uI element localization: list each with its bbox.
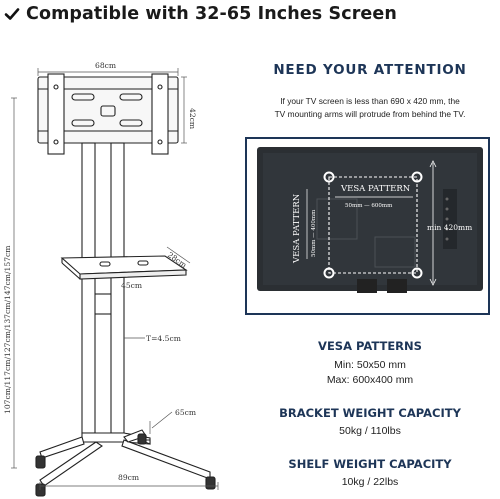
check-icon [4,8,20,20]
dim-shelf-width: 45cm [121,281,142,290]
dim-pole-thickness: T=4.5cm [146,334,181,343]
vesa-horizontal-range: 50mm — 600mm [345,203,393,209]
header: Compatible with 32-65 Inches Screen [4,4,397,24]
tv-stand-diagram: 68cm 42cm 28cm 45cm T=4.5cm 107cm/117cm/… [3,61,219,497]
bracket-capacity-title: BRACKET WEIGHT CAPACITY [279,406,461,420]
attention-note: If your TV screen is less than 690 x 420… [240,95,500,121]
vesa-horizontal-label: VESA PATTERN [340,184,411,194]
shelf-capacity-value: 10kg / 22lbs [341,476,399,488]
vesa-vertical-range: 50mm — 400mm [311,209,317,257]
vesa-max: Max: 600x400 mm [326,374,414,386]
vesa-min: Min: 50x50 mm [334,359,406,371]
vesa-title: VESA PATTERNS [318,339,422,353]
attention-title: NEED YOUR ATTENTION [273,62,467,78]
min-height-label: min 420mm [427,223,472,232]
dim-base-depth: 65cm [175,408,196,417]
dim-width-top: 68cm [95,61,116,70]
vesa-vertical-label: VESA PATTERN [292,193,302,264]
tv-back-diagram: VESA PATTERN 50mm — 600mm VESA PATTERN 5… [245,137,490,315]
shelf-capacity-title: SHELF WEIGHT CAPACITY [288,457,452,471]
attention-note-line2: TV mounting arms will protrude from behi… [274,109,466,119]
tv-back-illustration: VESA PATTERN 50mm — 600mm VESA PATTERN 5… [257,147,483,293]
attention-note-line1: If your TV screen is less than 690 x 420… [280,96,460,106]
attention-panel: NEED YOUR ATTENTION If your TV screen is… [240,32,500,499]
dim-height-bracket: 42cm [188,108,197,129]
bracket-capacity-value: 50kg / 110lbs [339,425,401,437]
page-title: Compatible with 32-65 Inches Screen [26,4,397,24]
dim-base-width: 89cm [118,473,139,482]
dim-height-range: 107cm/117cm/127cm/137cm/147cm/157cm [3,246,12,414]
